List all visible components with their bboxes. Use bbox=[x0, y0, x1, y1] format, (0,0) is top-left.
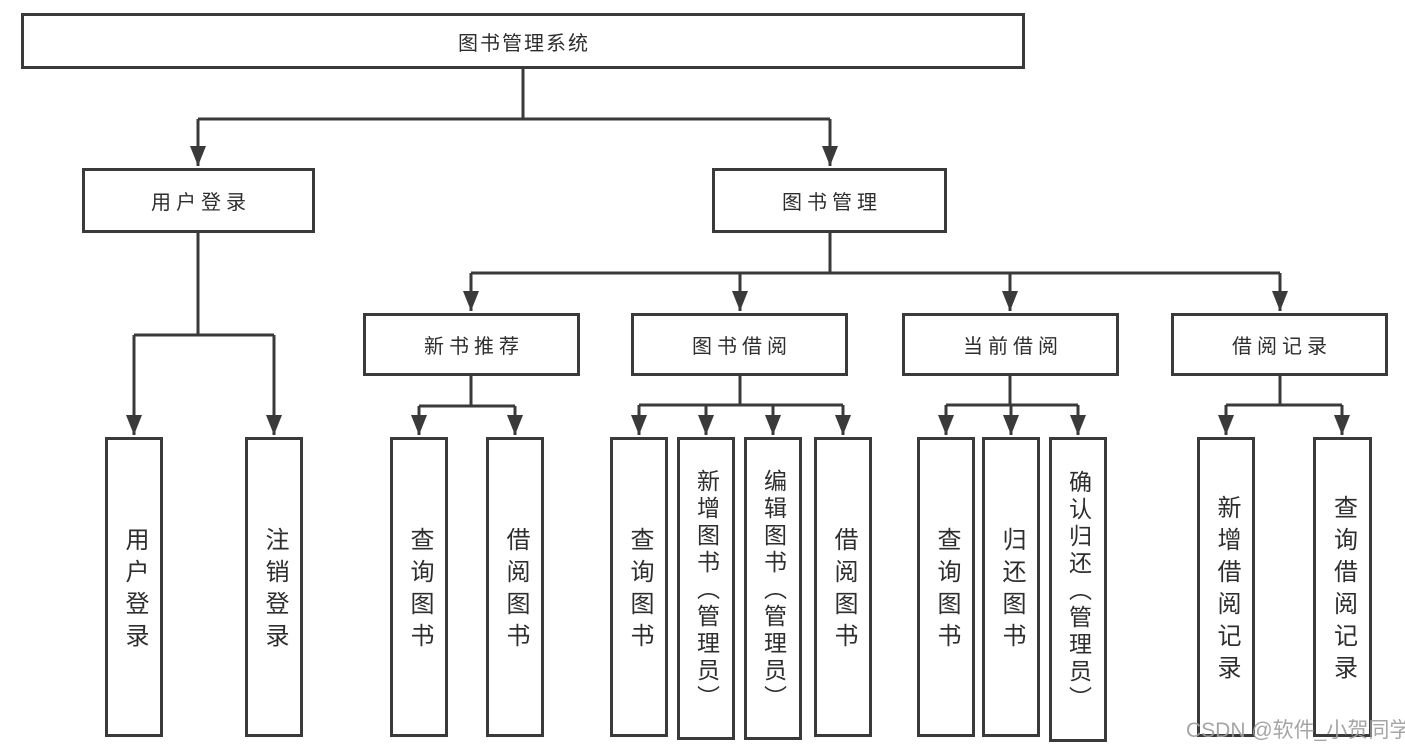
leaf-user-login: 用户登录 bbox=[105, 437, 163, 737]
leaf-current-query-books: 查询图书 bbox=[917, 437, 975, 737]
leaf-add-borrow-record-label: 新增借阅记录 bbox=[1213, 495, 1240, 687]
leaf-user-login-label: 用户登录 bbox=[121, 527, 148, 655]
node-user-login: 用户登录 bbox=[82, 168, 315, 233]
leaf-recommend-query-books: 查询图书 bbox=[390, 437, 448, 737]
leaf-borrow-query-books-label: 查询图书 bbox=[626, 527, 653, 655]
node-book-management-label: 图书管理 bbox=[782, 192, 882, 214]
node-borrow-records: 借阅记录 bbox=[1171, 313, 1388, 376]
leaf-borrow-borrow-books-label: 借阅图书 bbox=[830, 527, 857, 655]
watermark-text: CSDN @软件_小贺同学 bbox=[1186, 719, 1405, 742]
leaf-add-borrow-record: 新增借阅记录 bbox=[1197, 437, 1255, 737]
leaf-recommend-query-books-label: 查询图书 bbox=[406, 527, 433, 655]
leaf-logout-login: 注销登录 bbox=[245, 437, 303, 737]
leaf-return-book-label: 归还图书 bbox=[998, 527, 1025, 655]
leaf-edit-book-admin: 编辑图书（管理员） bbox=[744, 437, 802, 740]
leaf-current-query-books-label: 查询图书 bbox=[933, 527, 960, 655]
leaf-edit-book-admin-label: 编辑图书（管理员） bbox=[760, 469, 787, 712]
node-new-book-recommend-label: 新书推荐 bbox=[424, 336, 524, 358]
node-root-label: 图书管理系统 bbox=[458, 32, 590, 55]
node-new-book-recommend: 新书推荐 bbox=[363, 313, 580, 376]
node-current-borrow: 当前借阅 bbox=[902, 313, 1119, 376]
leaf-recommend-borrow-books: 借阅图书 bbox=[486, 437, 544, 737]
node-root: 图书管理系统 bbox=[21, 13, 1025, 69]
leaf-add-book-admin: 新增图书（管理员） bbox=[677, 437, 735, 740]
node-book-management: 图书管理 bbox=[712, 168, 947, 233]
leaf-add-book-admin-label: 新增图书（管理员） bbox=[693, 469, 720, 712]
node-borrow-records-label: 借阅记录 bbox=[1232, 336, 1332, 358]
leaf-recommend-borrow-books-label: 借阅图书 bbox=[502, 527, 529, 655]
leaf-return-book: 归还图书 bbox=[982, 437, 1040, 737]
leaf-query-borrow-record: 查询借阅记录 bbox=[1313, 437, 1372, 737]
leaf-borrow-borrow-books: 借阅图书 bbox=[814, 437, 872, 737]
leaf-borrow-query-books: 查询图书 bbox=[610, 437, 668, 737]
leaf-confirm-return-admin-label: 确认归还（管理员） bbox=[1065, 470, 1092, 713]
leaf-logout-login-label: 注销登录 bbox=[261, 527, 288, 655]
node-book-borrow-label: 图书借阅 bbox=[692, 336, 792, 358]
node-user-login-label: 用户登录 bbox=[151, 192, 251, 214]
node-book-borrow: 图书借阅 bbox=[631, 313, 848, 376]
leaf-confirm-return-admin: 确认归还（管理员） bbox=[1049, 437, 1107, 742]
leaf-query-borrow-record-label: 查询借阅记录 bbox=[1329, 495, 1357, 687]
node-current-borrow-label: 当前借阅 bbox=[963, 336, 1063, 358]
